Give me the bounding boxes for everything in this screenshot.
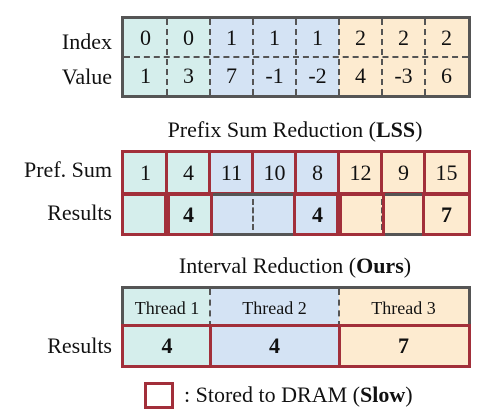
cell-divider	[337, 153, 340, 192]
lss-result-cell	[253, 196, 296, 233]
lss-result-cell	[382, 196, 425, 233]
value-cell: 4	[355, 63, 366, 88]
pref-sum-cell: 12	[349, 159, 372, 185]
column-divider	[252, 19, 254, 95]
cell-divider	[209, 327, 212, 365]
pref-sum-cell: 9	[398, 159, 409, 185]
dram-legend-text: : Stored to DRAM (Slow)	[184, 382, 413, 407]
cell-divider	[338, 327, 341, 365]
prefix-sum-row: 1 4 11 10 8 12 9 15	[121, 150, 471, 195]
index-cell: 2	[441, 25, 452, 50]
value-row-label: Value	[61, 64, 112, 89]
thread-divider	[338, 289, 340, 327]
index-cell: 0	[140, 25, 151, 50]
thread-divider	[209, 289, 211, 327]
dram-stored-cell	[164, 193, 213, 236]
column-divider	[338, 19, 340, 95]
cell-divider	[251, 153, 254, 192]
index-value-table: 0 0 1 1 1 2 2 2 1 3 7 -1 -2 4 -3 6	[121, 16, 471, 98]
dram-stored-cell	[422, 193, 471, 236]
value-cell: -1	[265, 63, 284, 88]
value-cell: 7	[226, 63, 237, 88]
thread-label: Thread 3	[371, 297, 436, 318]
lss-title: Prefix Sum Reduction (LSS)	[167, 117, 423, 142]
value-cell: 6	[441, 63, 452, 88]
index-cell: 2	[355, 25, 366, 50]
cell-divider	[165, 153, 168, 192]
cell-divider	[423, 153, 426, 192]
thread-label: Thread 1	[134, 297, 200, 318]
pref-sum-cell: 4	[183, 159, 194, 185]
index-cell: 1	[269, 25, 280, 50]
lss-results-label: Results	[47, 200, 112, 225]
lss-result-cell: 4	[312, 201, 323, 227]
ours-results-row: 4 4 7	[121, 324, 471, 368]
value-cell: -2	[308, 63, 327, 88]
column-divider	[295, 19, 297, 95]
interval-reduction-table: Thread 1 Thread 2 Thread 3 4 4 7	[121, 286, 471, 368]
index-cell: 1	[312, 25, 323, 50]
index-cell: 2	[398, 25, 409, 50]
value-cell: 1	[140, 63, 151, 88]
dram-stored-cell	[336, 193, 385, 236]
ours-result-cell: 7	[398, 333, 409, 358]
dram-stored-cell	[121, 193, 170, 236]
index-row-label: Index	[61, 29, 112, 54]
ours-result-cell: 4	[269, 333, 280, 358]
value-cell: -3	[394, 63, 413, 88]
column-divider	[252, 199, 254, 230]
ours-results-label: Results	[47, 333, 112, 358]
index-cell: 1	[226, 25, 237, 50]
lss-results-row: 4 4 7	[121, 193, 471, 236]
lss-result-cell: 7	[441, 201, 452, 227]
column-divider	[166, 19, 168, 95]
pref-sum-cell: 8	[312, 159, 323, 185]
thread-label: Thread 2	[242, 297, 307, 318]
dram-stored-cell	[293, 193, 342, 236]
pref-sum-cell: 11	[220, 159, 243, 185]
ours-result-cell: 4	[161, 333, 173, 358]
column-divider	[381, 19, 383, 95]
pref-sum-cell: 1	[140, 159, 151, 185]
cell-divider	[294, 153, 297, 192]
cell-divider	[380, 153, 383, 192]
pref-sum-cell: 10	[263, 159, 286, 185]
lss-result-cell: 4	[183, 201, 194, 227]
column-divider	[209, 19, 211, 95]
pref-sum-cell: 15	[435, 159, 458, 185]
lss-result-cell	[210, 196, 253, 233]
index-cell: 0	[183, 25, 194, 50]
cell-divider	[208, 153, 211, 192]
ours-title: Interval Reduction (Ours)	[178, 253, 412, 278]
value-cell: 3	[183, 63, 194, 88]
column-divider	[424, 19, 426, 95]
pref-sum-label: Pref. Sum	[24, 157, 112, 182]
dram-legend-swatch	[144, 382, 174, 409]
